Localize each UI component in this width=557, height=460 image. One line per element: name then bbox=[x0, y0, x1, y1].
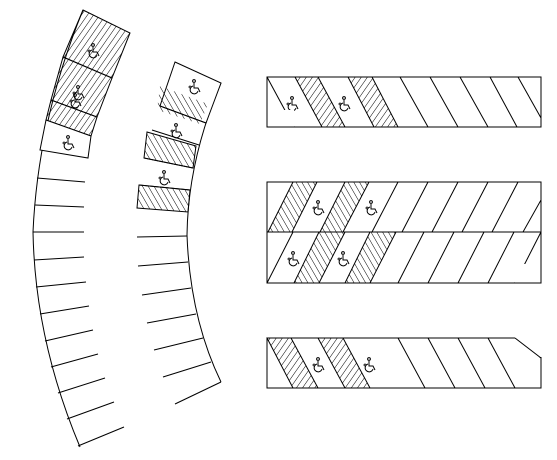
accessible-stall bbox=[267, 181, 318, 233]
inner-arc-curb bbox=[186, 82, 222, 383]
accessible-stall bbox=[347, 76, 399, 128]
stall-line bbox=[34, 204, 85, 208]
stall-line bbox=[77, 426, 125, 447]
wheelchair-icon bbox=[337, 251, 350, 267]
row-outline bbox=[266, 76, 542, 128]
stall-line bbox=[159, 105, 207, 124]
stall-line bbox=[397, 231, 425, 284]
stall-line bbox=[35, 281, 87, 288]
stall-line bbox=[266, 231, 294, 284]
stall-line bbox=[427, 231, 455, 284]
straight-row-bottom bbox=[266, 336, 543, 389]
stall-line bbox=[136, 235, 188, 238]
stall-line bbox=[153, 337, 204, 351]
stall-line bbox=[50, 353, 99, 368]
accessible-stall bbox=[143, 131, 197, 169]
stall-line bbox=[39, 305, 90, 315]
outer-arc-row bbox=[32, 9, 131, 448]
stall-line bbox=[141, 287, 192, 296]
stall-line bbox=[146, 313, 197, 324]
stall-line bbox=[174, 381, 222, 405]
stall-line bbox=[427, 337, 456, 389]
stall-line bbox=[57, 377, 106, 394]
stall-line bbox=[457, 231, 485, 284]
stall-line bbox=[429, 76, 459, 128]
wheelchair-icon bbox=[312, 357, 325, 373]
stall-line bbox=[461, 181, 489, 233]
accessible-stall bbox=[157, 86, 208, 124]
stall-line bbox=[371, 181, 399, 233]
straight-row-top bbox=[266, 76, 542, 128]
stall-line bbox=[33, 256, 85, 261]
stall-line bbox=[401, 181, 429, 233]
stall-line bbox=[431, 181, 459, 233]
stall-line bbox=[44, 329, 94, 342]
wheelchair-icon bbox=[363, 357, 376, 373]
wheelchair-icon bbox=[286, 96, 299, 112]
stall-line bbox=[138, 184, 191, 191]
wheelchair-icon bbox=[312, 200, 325, 216]
stall-line bbox=[517, 76, 542, 119]
accessible-stall bbox=[319, 181, 370, 233]
stall-line bbox=[162, 361, 212, 378]
inner-arc-row bbox=[136, 61, 222, 405]
stall-line bbox=[522, 199, 542, 233]
accessible-stall bbox=[39, 119, 92, 159]
stall-line bbox=[487, 337, 516, 389]
straight-row-middle bbox=[266, 181, 542, 284]
stall-line bbox=[66, 401, 115, 420]
accessible-stall bbox=[266, 337, 319, 389]
stall-line bbox=[489, 76, 518, 128]
stall-line bbox=[143, 157, 194, 169]
accessible-stall bbox=[317, 337, 371, 389]
wheelchair-icon bbox=[365, 200, 378, 216]
wheelchair-icon bbox=[287, 251, 300, 267]
wheelchair-icon bbox=[338, 96, 351, 112]
stall-line bbox=[397, 337, 426, 389]
wheelchair-icon bbox=[170, 123, 183, 139]
stall-line bbox=[137, 261, 189, 267]
accessible-stall bbox=[293, 231, 346, 284]
wheelchair-icon bbox=[158, 170, 171, 186]
stall-line bbox=[457, 337, 486, 389]
accessible-stall bbox=[344, 231, 397, 284]
stall-line bbox=[491, 181, 519, 233]
stall-line bbox=[36, 177, 86, 183]
stall-line bbox=[487, 231, 515, 284]
accessible-stall bbox=[294, 76, 346, 128]
stall-line bbox=[399, 76, 429, 128]
stall-line bbox=[459, 76, 489, 128]
